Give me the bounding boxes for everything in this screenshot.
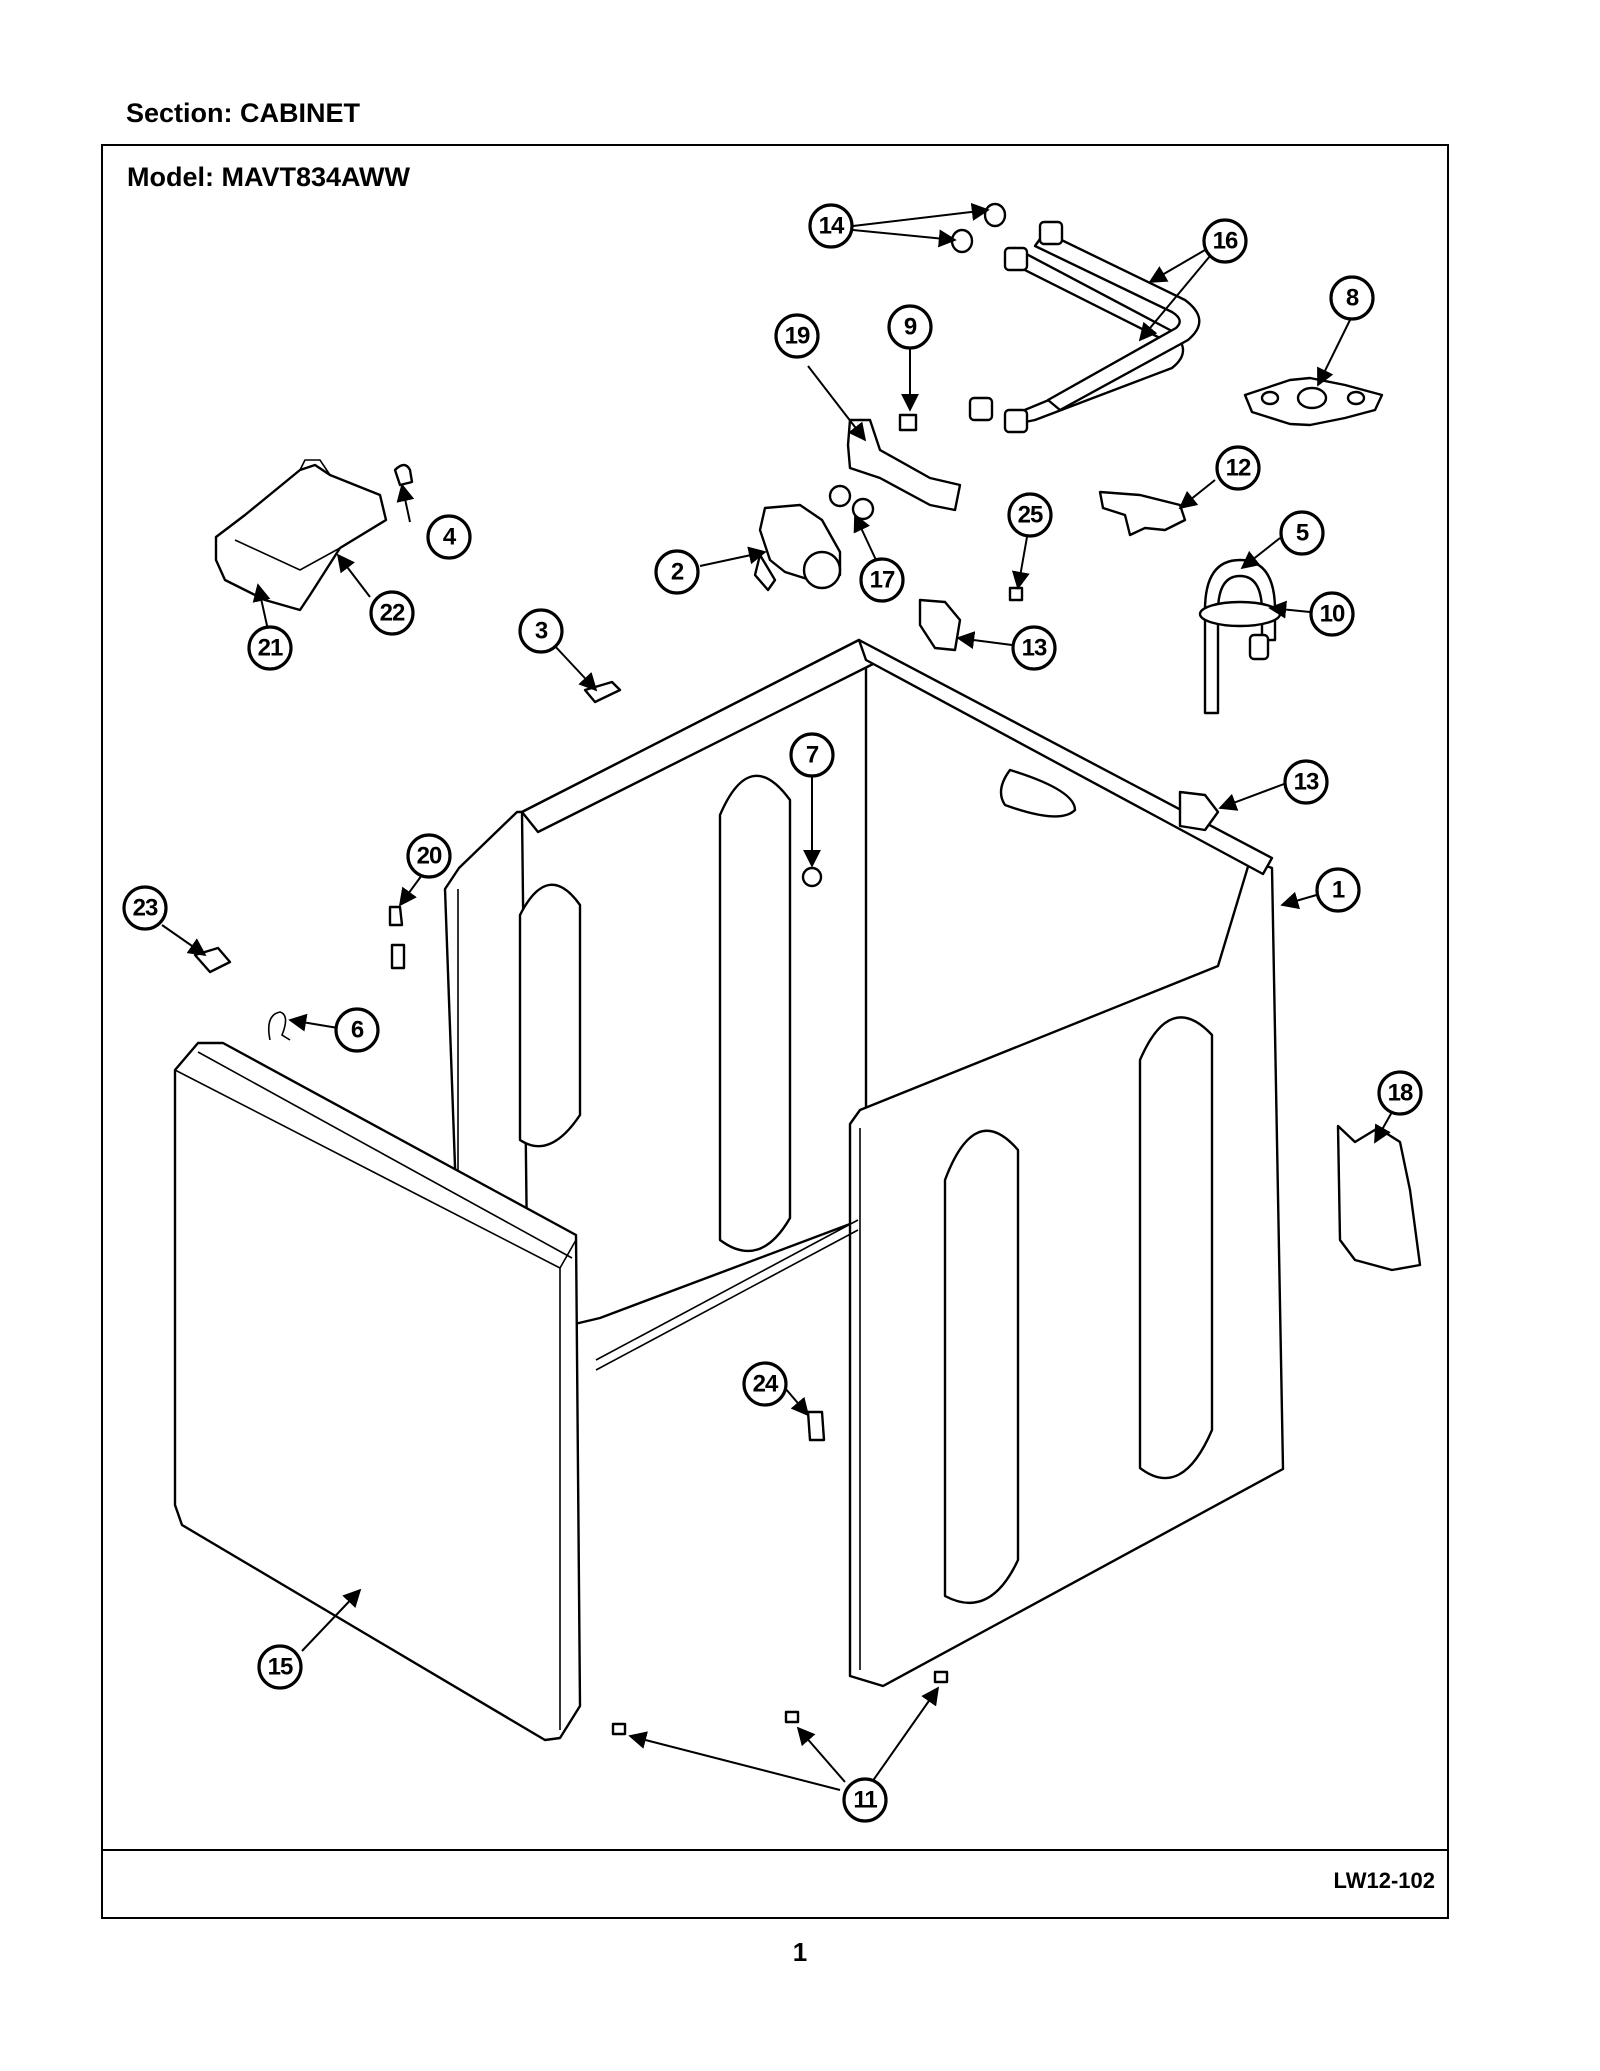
- foot-18-part: [1336, 1124, 1422, 1272]
- footer-divider: [103, 1849, 1447, 1851]
- callout-25: 25: [1007, 492, 1053, 538]
- section-title: Section: CABINET: [126, 98, 361, 128]
- bracket-21-22-part: [214, 459, 388, 612]
- callout-21: 21: [247, 625, 293, 671]
- callout-13a: 13: [1011, 625, 1057, 671]
- cap-14-part: [950, 202, 1007, 254]
- svg-text:20: 20: [417, 843, 442, 870]
- svg-text:18: 18: [1388, 1080, 1413, 1107]
- cabinet-part: [443, 638, 1285, 1688]
- clip-6-part: [267, 1011, 291, 1041]
- front-panel-part: [173, 1041, 582, 1742]
- screw-25-part: [1008, 586, 1024, 602]
- svg-text:14: 14: [819, 213, 845, 240]
- callout-7: 7: [789, 732, 835, 778]
- svg-text:17: 17: [870, 567, 895, 594]
- callout-11: 11: [842, 1777, 888, 1823]
- svg-text:19: 19: [785, 323, 810, 350]
- grommet-7-part: [801, 866, 823, 888]
- svg-text:24: 24: [753, 1371, 779, 1398]
- svg-text:3: 3: [535, 618, 548, 645]
- clip-4-part: [393, 463, 414, 487]
- model-title: Model: MAVT834AWW: [127, 162, 410, 192]
- bracket-12-part: [1098, 490, 1187, 537]
- diagram-code: LW12-102: [1333, 1868, 1436, 1893]
- clip-20-part: [388, 905, 406, 970]
- callout-2: 2: [654, 549, 700, 595]
- svg-text:4: 4: [443, 524, 457, 551]
- callout-24: 24: [742, 1361, 788, 1407]
- svg-text:7: 7: [806, 742, 819, 769]
- svg-text:2: 2: [671, 559, 684, 586]
- clamp-8-part: [1243, 376, 1384, 427]
- diagram-frame: Model: MAVT834AWW LW12-102: [101, 144, 1449, 1919]
- callout-18: 18: [1377, 1070, 1423, 1116]
- callout-8: 8: [1329, 275, 1375, 321]
- drain-hose-5-part: [1198, 558, 1282, 715]
- callout-5: 5: [1279, 510, 1325, 556]
- svg-text:9: 9: [904, 314, 917, 341]
- svg-text:1: 1: [1332, 877, 1345, 904]
- callout-23: 23: [122, 885, 168, 931]
- hose-16-part: [968, 220, 1201, 434]
- valve-2-part: [753, 503, 842, 592]
- callout-22: 22: [369, 590, 415, 636]
- svg-text:16: 16: [1213, 228, 1238, 255]
- callout-15: 15: [257, 1644, 303, 1690]
- callout-10: 10: [1309, 591, 1355, 637]
- svg-text:23: 23: [133, 895, 158, 922]
- svg-text:11: 11: [853, 1787, 877, 1814]
- svg-text:8: 8: [1346, 285, 1359, 312]
- callout-19: 19: [774, 313, 820, 359]
- callout-1: 1: [1315, 867, 1361, 913]
- svg-text:6: 6: [351, 1017, 364, 1044]
- clip-24-part: [806, 1410, 826, 1442]
- bracket-19-part: [846, 418, 962, 512]
- svg-text:13: 13: [1294, 769, 1319, 796]
- svg-text:5: 5: [1296, 520, 1309, 547]
- washer-17-part: [828, 484, 875, 521]
- svg-text:13: 13: [1022, 635, 1047, 662]
- screw-9-part: [898, 413, 918, 432]
- callout-9: 9: [887, 304, 933, 350]
- svg-text:22: 22: [380, 600, 405, 627]
- screw-11-part: [611, 1670, 949, 1736]
- callout-4: 4: [426, 514, 472, 560]
- callout-13b: 13: [1283, 759, 1329, 805]
- page-number: 1: [792, 1937, 808, 1967]
- callout-16: 16: [1202, 218, 1248, 264]
- svg-text:12: 12: [1226, 455, 1251, 482]
- clip-13-part: [918, 598, 1220, 832]
- svg-text:25: 25: [1018, 502, 1043, 529]
- svg-text:10: 10: [1320, 601, 1345, 628]
- callout-17: 17: [859, 557, 905, 603]
- callout-12: 12: [1215, 445, 1261, 491]
- clip-3-part: [583, 680, 622, 704]
- callout-6: 6: [334, 1007, 380, 1053]
- callout-20: 20: [406, 833, 452, 879]
- callout-3: 3: [518, 608, 564, 654]
- callout-14: 14: [808, 203, 854, 249]
- svg-text:15: 15: [268, 1654, 293, 1681]
- leader-lines: [161, 202, 1393, 1791]
- svg-text:21: 21: [258, 635, 283, 662]
